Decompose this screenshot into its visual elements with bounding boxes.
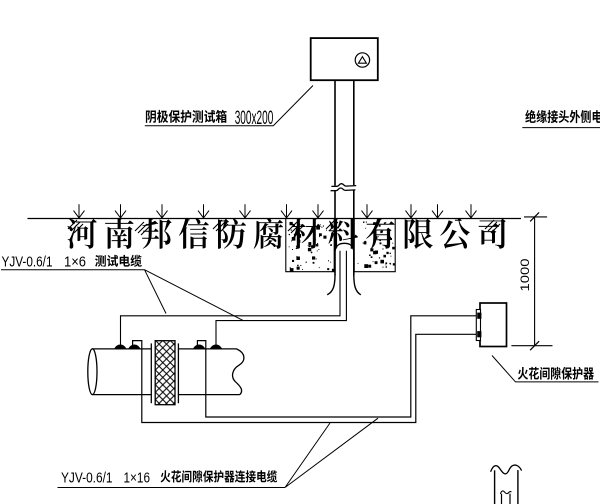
svg-text:1×6: 1×6 — [64, 254, 86, 270]
svg-text:YJV-0.6/1: YJV-0.6/1 — [2, 254, 53, 270]
svg-text:YJV-0.6/1: YJV-0.6/1 — [61, 470, 113, 486]
svg-text:1×16: 1×16 — [124, 470, 151, 486]
svg-text:300x200: 300x200 — [235, 108, 274, 129]
svg-text:1000: 1000 — [518, 258, 532, 291]
